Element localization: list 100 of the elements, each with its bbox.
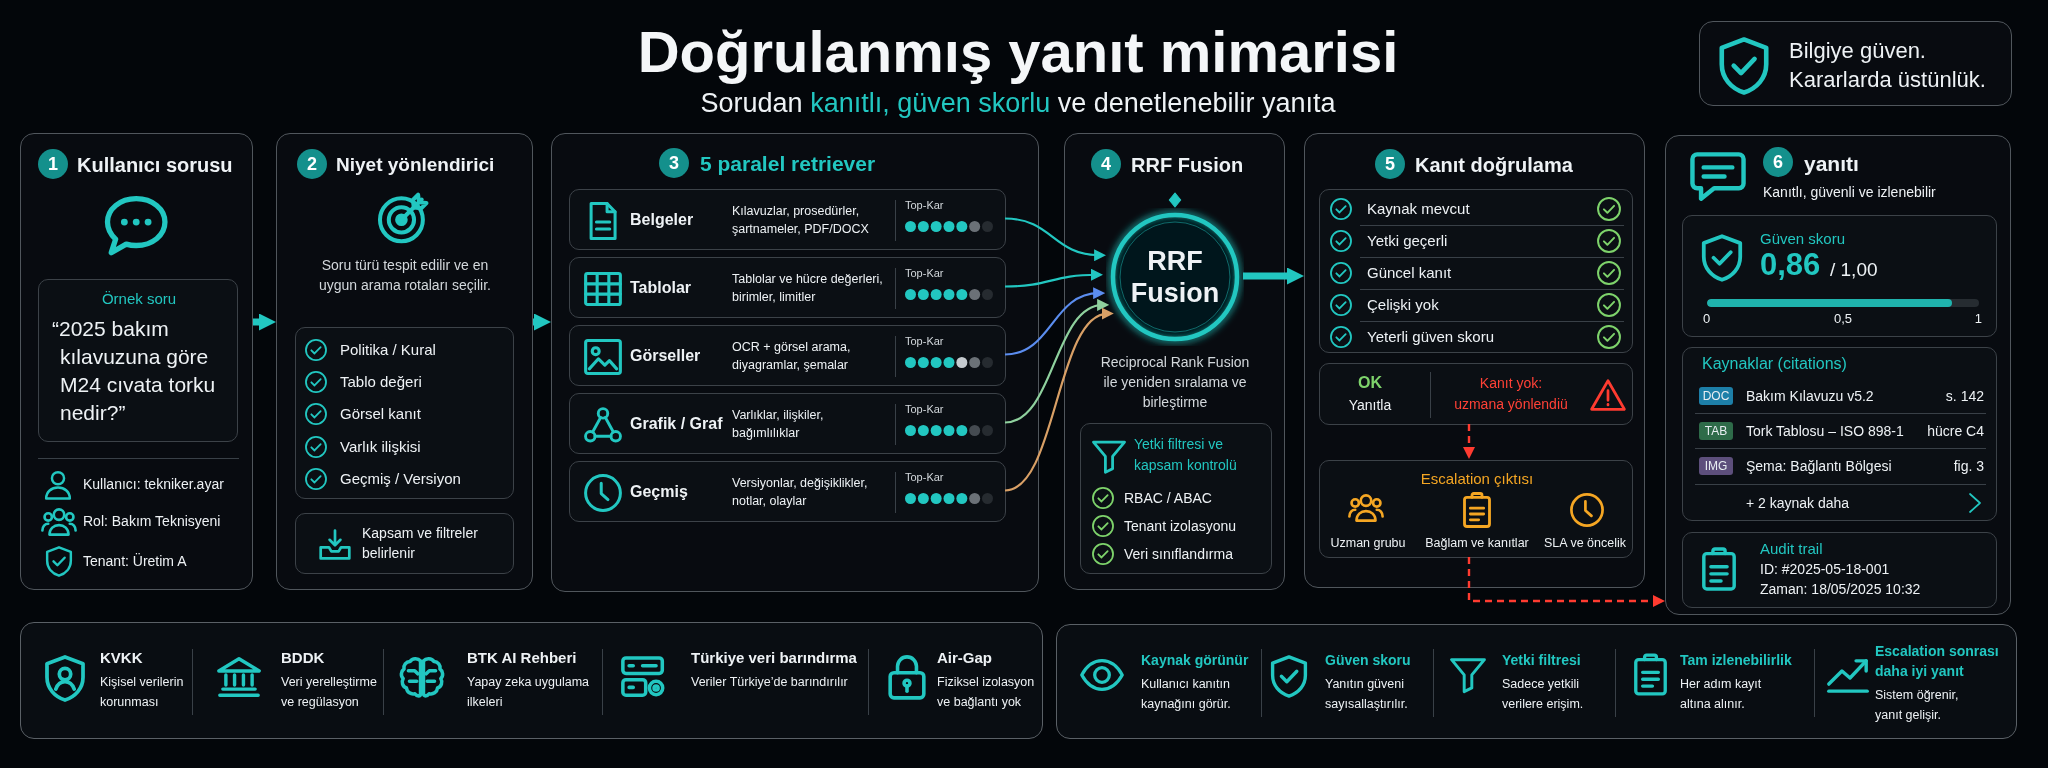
escalation-item: SLA ve öncelik xyxy=(1543,535,1627,552)
citations-card xyxy=(1682,347,1997,521)
subtitle: Sorudan kanıtlı, güven skorlu ve denetlenebilir yanıta xyxy=(699,87,1337,120)
type-tag: DOC xyxy=(1699,387,1733,405)
arrow xyxy=(1004,300,1109,424)
retriever-card xyxy=(569,189,1006,250)
retriever-name: Belgeler xyxy=(630,210,695,230)
feature-title: Escalation sonrası daha iyi yanıt xyxy=(1875,642,2000,681)
step-title: Kullanıcı sorusu xyxy=(77,153,234,178)
slogan-text: Bilgiye güven. Kararlarda üstünlük. xyxy=(1789,37,1987,94)
arrow xyxy=(253,313,276,331)
arrow xyxy=(1004,287,1106,356)
escalation-card xyxy=(1319,460,1633,558)
step-number: 6 xyxy=(1763,147,1793,177)
step-subtitle: Kanıtlı, güvenli ve izlenebilir xyxy=(1763,183,1937,202)
card-title: Audit trail xyxy=(1760,539,1824,559)
arrow xyxy=(533,313,551,331)
feature-title: KVKK xyxy=(100,648,144,668)
retriever-card xyxy=(569,257,1006,318)
citation-ref: fig. 3 xyxy=(1952,457,1984,476)
checklist-item: Görsel kanıt xyxy=(340,404,422,424)
step-title: Kanıt doğrulama xyxy=(1415,153,1574,178)
citation-title: Bakım Kılavuzu v5.2 xyxy=(1746,387,1875,406)
feature-description: Fiziksel izolasyon ve bağlantı yok xyxy=(937,674,1036,711)
retriever-description: Tablolar ve hücre değerleri, birimler, limitler xyxy=(732,271,884,306)
arrow xyxy=(1467,557,1665,607)
step-title: yanıtı xyxy=(1804,151,1860,177)
topk-label: Top-Kar xyxy=(905,198,945,212)
score-scale: / 1,00 xyxy=(1830,258,1879,282)
question-card xyxy=(38,279,238,442)
step-title: Niyet yönlendirici xyxy=(336,153,496,177)
checklist-item: Yetki geçerli xyxy=(1367,231,1449,251)
step-number: 2 xyxy=(297,149,327,179)
feature-band xyxy=(1056,624,2017,739)
retriever-description: Kılavuzlar, prosedürler, şartnameler, PDF/DOCX xyxy=(732,203,870,238)
checklist-item: Veri sınıflandırma xyxy=(1124,545,1234,564)
checklist-item: Politika / Kural xyxy=(340,340,437,360)
step-number: 4 xyxy=(1091,149,1121,179)
type-tag: TAB xyxy=(1699,422,1733,440)
feature-description: Yapay zeka uygulama ilkeleri xyxy=(467,674,591,711)
score-value: 0,86 xyxy=(1760,247,1822,283)
step-panel xyxy=(276,133,533,590)
feature-title: BTK AI Rehberi xyxy=(467,648,578,668)
axis-label: 0,5 xyxy=(1832,310,1854,327)
checklist-item: Güncel kanıt xyxy=(1367,263,1453,283)
retriever-description: Versiyonlar, değişiklikler, notlar, olaylar xyxy=(732,475,869,510)
more-sources-text: + 2 kaynak daha xyxy=(1746,494,1851,513)
scope-card xyxy=(295,513,514,574)
checklist-item: Yeterli güven skoru xyxy=(1367,327,1496,347)
audit-card xyxy=(1682,532,1997,608)
retriever-card xyxy=(569,393,1006,454)
retriever-name: Görseller xyxy=(630,346,702,366)
status-label: OK xyxy=(1357,373,1383,393)
feature-title: Güven skoru xyxy=(1325,651,1412,670)
audit-detail: ID: #2025-05-18-001 xyxy=(1760,560,1891,579)
arrow xyxy=(1463,424,1475,459)
retriever-name: Tablolar xyxy=(630,278,693,298)
step-number: 5 xyxy=(1375,149,1405,179)
feature-band xyxy=(20,622,1043,739)
citation-ref: s. 142 xyxy=(1944,387,1984,406)
title: Doğrulanmış yanıt mimarisi xyxy=(636,18,1400,86)
scope-text: Kapsam ve filtreler belirlenir xyxy=(362,524,479,563)
retriever-name: Grafik / Graf xyxy=(630,414,724,434)
slogan-card xyxy=(1699,21,2012,106)
retriever-card xyxy=(569,461,1006,522)
citation-title: Tork Tablosu – ISO 898-1 xyxy=(1746,422,1905,441)
axis-label: 1 xyxy=(1973,310,1982,327)
feature-title: Kaynak görünür xyxy=(1141,651,1250,670)
user-info: Tenant: Üretim A xyxy=(83,552,188,571)
checklist-item: Çelişki yok xyxy=(1367,295,1440,315)
checklist-panel xyxy=(1319,189,1633,353)
audit-detail: Zaman: 18/05/2025 10:32 xyxy=(1760,580,1922,599)
topk-label: Top-Kar xyxy=(905,470,945,484)
retriever-description: Varlıklar, ilişkiler, bağımlılıklar xyxy=(732,407,825,442)
card-title: Kaynaklar (citations) xyxy=(1702,354,1848,374)
arrow xyxy=(1004,309,1114,492)
checklist-panel xyxy=(295,327,514,499)
step-panel xyxy=(1304,133,1645,588)
user-info: Kullanıcı: tekniker.ayar xyxy=(83,475,225,494)
card-title: Örnek soru xyxy=(100,289,178,309)
step-title: 5 paralel retriever xyxy=(700,151,877,177)
step-number: 1 xyxy=(38,149,68,179)
checklist-item: RBAC / ABAC xyxy=(1124,489,1213,508)
citation-title: Şema: Bağlantı Bölgesi xyxy=(1746,457,1893,476)
escalation-item: Bağlam ve kanıtlar xyxy=(1424,535,1530,552)
checklist-item: Varlık ilişkisi xyxy=(340,437,422,457)
checklist-item: Geçmiş / Versiyon xyxy=(340,469,462,489)
feature-description: Sistem öğrenir, yanıt gelişir. xyxy=(1875,687,1960,724)
axis-label: 0 xyxy=(1703,310,1712,327)
step-panel xyxy=(20,133,253,590)
step-panel xyxy=(1064,133,1285,590)
feature-description: Veri yerelleştirme ve regülasyon xyxy=(281,674,378,711)
arrow xyxy=(1243,267,1304,285)
step-panel xyxy=(1665,135,2011,615)
fusion-label: RRF Fusion xyxy=(1129,245,1221,309)
status-text: Kanıt yok: uzmana yönlendiü xyxy=(1453,374,1569,414)
arrow xyxy=(1004,268,1103,288)
topk-label: Top-Kar xyxy=(905,266,945,280)
fusion-description: Reciprocal Rank Fusion ile yeniden sıralama ve birleştirme xyxy=(1099,353,1251,412)
card-title: Escalation çıktısı xyxy=(1419,469,1535,489)
